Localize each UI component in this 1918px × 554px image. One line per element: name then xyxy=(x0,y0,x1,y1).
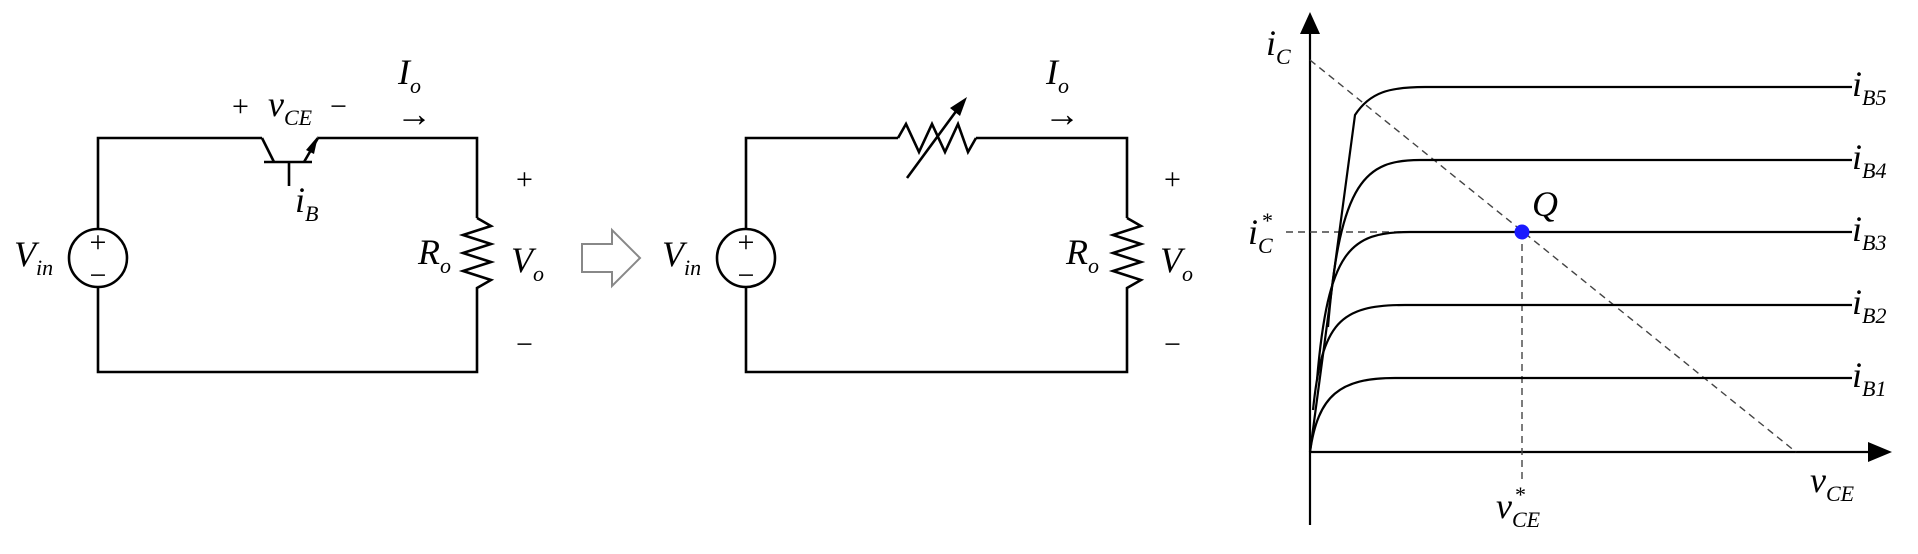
variable-resistor-symbol xyxy=(896,97,978,179)
source-plus-sign-right: + xyxy=(738,226,755,259)
source-minus-sign: − xyxy=(90,259,107,292)
load-line xyxy=(1309,59,1797,453)
ic-axis-label: iC xyxy=(1266,23,1291,69)
vo-minus-sign-right: − xyxy=(1164,328,1181,361)
vin-label-left: Vin xyxy=(14,234,53,280)
transform-arrow-icon xyxy=(581,227,642,289)
ib2-curve xyxy=(1311,303,1852,411)
vce-plus-sign: + xyxy=(232,90,249,123)
source-minus-sign-right: − xyxy=(738,259,755,292)
vo-plus-sign-right: + xyxy=(1164,163,1181,196)
ib-label: iB xyxy=(295,180,318,226)
vce-axis-label: vCE xyxy=(1810,460,1855,506)
vce-star-label: vCE xyxy=(1496,486,1541,532)
load-resistor-right xyxy=(1108,216,1146,293)
voltage-source-right: + − xyxy=(715,226,777,292)
ib3-label: iB3 xyxy=(1852,209,1886,255)
ib2-label: iB2 xyxy=(1852,282,1886,328)
ro-label-right: Ro xyxy=(1065,232,1099,278)
x-axis-arrowhead xyxy=(1868,442,1892,462)
q-label: Q xyxy=(1532,184,1558,224)
y-axis-arrowhead xyxy=(1300,12,1320,34)
vce-label: vCE xyxy=(268,84,313,130)
vo-label-right: Vo xyxy=(1160,240,1193,286)
load-resistor-left xyxy=(458,216,496,293)
ib3-curve xyxy=(1315,230,1852,381)
vce-minus-sign: − xyxy=(330,90,347,123)
io-arrow-left: → xyxy=(396,94,432,134)
left-circuit: + − Vin + vCE − Io → iB Ro Vo + − xyxy=(14,52,544,374)
ic-star-asterisk: * xyxy=(1262,208,1273,233)
vin-label-right: Vin xyxy=(662,234,701,280)
left-circuit-wires xyxy=(96,136,479,374)
io-label-right: Io xyxy=(1045,52,1069,98)
q-point xyxy=(1514,224,1530,240)
bjt-characteristics-graph: Q iC vCE iC * vCE * iB5 iB4 iB3 iB2 iB1 xyxy=(1248,12,1892,532)
io-arrow-right: → xyxy=(1044,94,1080,134)
vce-star-asterisk: * xyxy=(1515,482,1526,507)
vo-label-left: Vo xyxy=(511,240,544,286)
transistor-symbol xyxy=(260,136,320,186)
right-circuit: + − Vin Io → Ro Vo + − xyxy=(662,52,1193,374)
vo-minus-sign-left: − xyxy=(516,328,533,361)
right-circuit-wires xyxy=(744,136,1129,374)
io-label-left: Io xyxy=(397,52,421,98)
ib5-curve xyxy=(1308,85,1852,453)
voltage-source-left: + − xyxy=(67,226,129,292)
ib4-label: iB4 xyxy=(1852,137,1886,183)
ib5-label: iB5 xyxy=(1852,64,1886,110)
source-plus-sign: + xyxy=(90,226,107,259)
ib1-curve xyxy=(1308,376,1852,453)
ib4-curve xyxy=(1326,158,1852,328)
vo-plus-sign-left: + xyxy=(516,163,533,196)
ro-label-left: Ro xyxy=(417,232,451,278)
ic-star-label: iC xyxy=(1248,212,1273,258)
ib1-label: iB1 xyxy=(1852,355,1886,401)
